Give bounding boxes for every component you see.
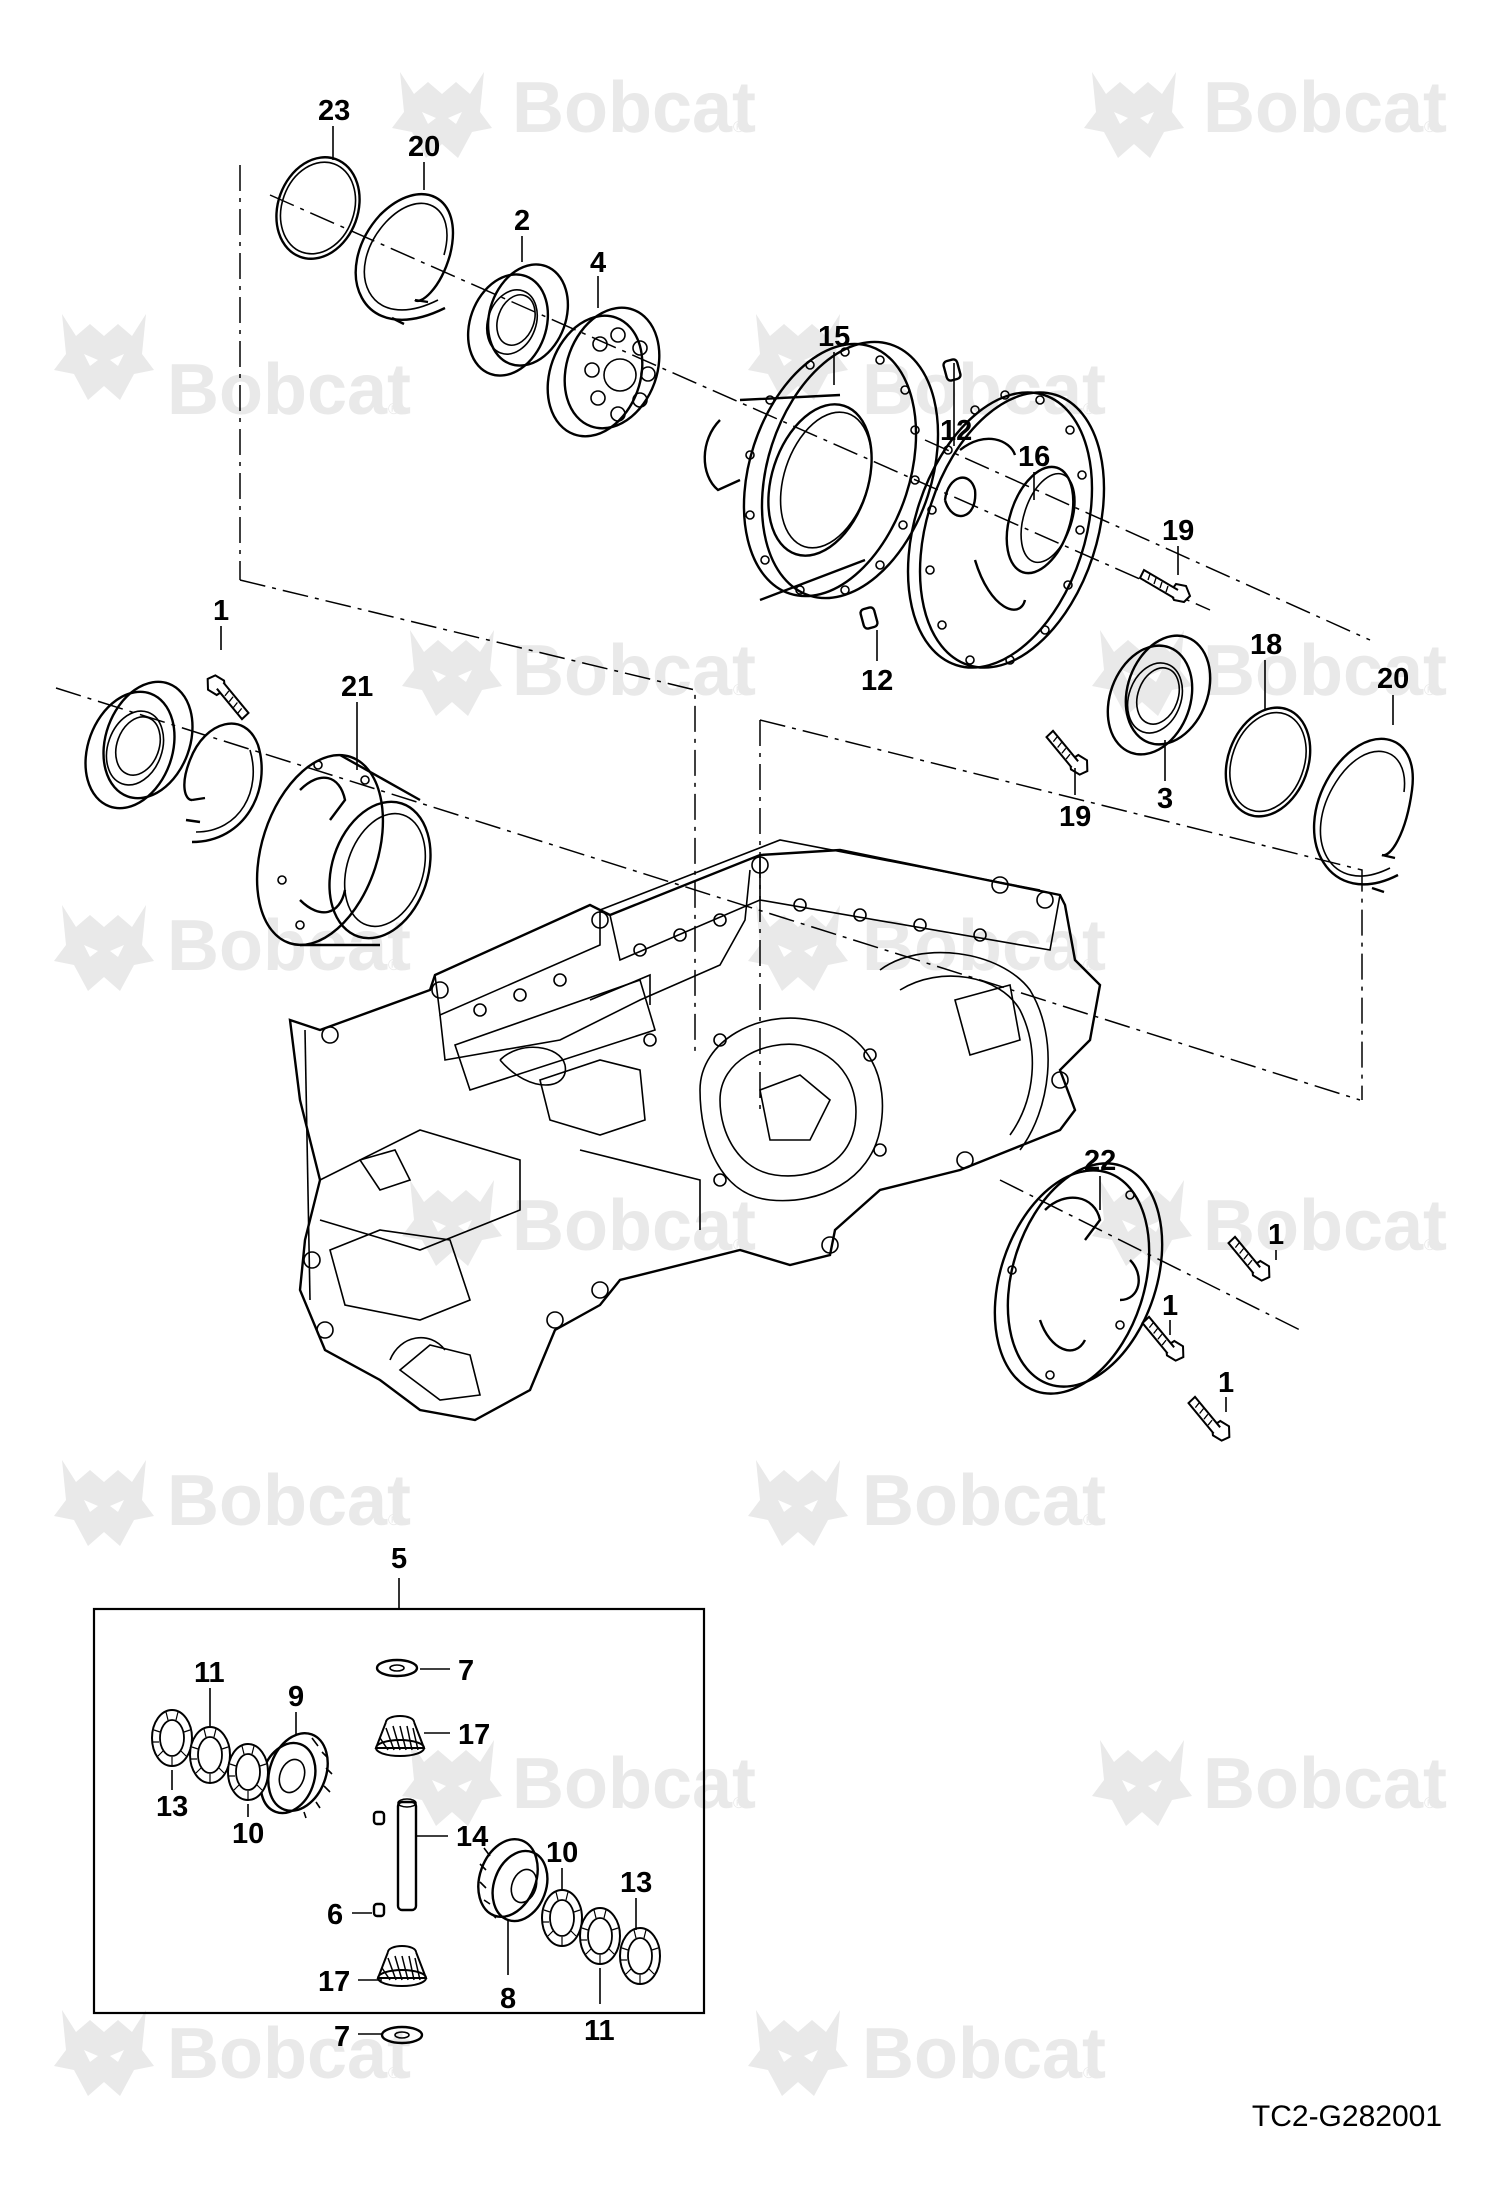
- watermark-text: Bobcat: [1203, 68, 1447, 148]
- callout-20: 20: [1377, 663, 1409, 695]
- svg-text:®: ®: [388, 957, 400, 974]
- differential-cover-16: [906, 390, 1106, 669]
- thrust-washer-11-right: [579, 1907, 621, 1965]
- callout-11: 11: [194, 1657, 225, 1689]
- svg-text:®: ®: [1083, 1512, 1095, 1529]
- svg-text:®: ®: [733, 1795, 745, 1812]
- callout-1: 1: [213, 595, 229, 627]
- leader-lines: [171, 126, 1394, 2035]
- watermark-text: Bobcat: [1203, 1744, 1447, 1824]
- snap-ring-18: [1224, 706, 1312, 818]
- watermark-text: Bobcat: [167, 2014, 411, 2094]
- side-cover-22: [993, 1162, 1164, 1395]
- watermark-text: Bobcat: [512, 631, 756, 711]
- callout-23: 23: [318, 95, 350, 127]
- callout-10: 10: [232, 1818, 264, 1850]
- bearing-2: [466, 263, 570, 377]
- circlip-20-upper: [354, 193, 455, 326]
- svg-text:®: ®: [1083, 2065, 1095, 2082]
- callout-16: 16: [1018, 441, 1050, 473]
- svg-text:®: ®: [733, 682, 745, 699]
- callout-12: 12: [861, 665, 893, 697]
- watermark-layer: Bobcat ® Bobcat ® Bobcat ® Bobcat ® Bobc…: [54, 68, 1447, 2096]
- bearing-3: [1106, 634, 1212, 756]
- callout-12: 12: [940, 415, 972, 447]
- bearing-housing-21: [255, 753, 432, 947]
- callout-15: 15: [818, 321, 850, 353]
- callout-1: 1: [1268, 1219, 1284, 1251]
- lock-flange-4: [546, 306, 661, 438]
- callout-19: 19: [1059, 801, 1091, 833]
- thrust-washer-13-left: [151, 1709, 193, 1767]
- svg-text:®: ®: [1424, 682, 1436, 699]
- bolt-19-lower: [1037, 728, 1098, 778]
- watermark-text: Bobcat: [167, 1461, 411, 1541]
- thrust-washer-10-right: [541, 1889, 583, 1947]
- circlip-20-right: [1312, 737, 1414, 894]
- drawing-reference-number: TC2-G282001: [1251, 2100, 1442, 2133]
- callout-8: 8: [500, 1983, 516, 2015]
- differential-gear-set-inset: [92, 1578, 706, 2045]
- svg-text:®: ®: [388, 2065, 400, 2082]
- svg-text:®: ®: [1424, 1237, 1436, 1254]
- callout-17: 17: [458, 1719, 490, 1751]
- watermark-text: Bobcat: [862, 906, 1106, 986]
- callout-14: 14: [456, 1821, 488, 1853]
- svg-text:®: ®: [733, 119, 745, 136]
- callout-7: 7: [458, 1655, 474, 1687]
- watermark-text: Bobcat: [862, 1461, 1106, 1541]
- watermark-text: Bobcat: [512, 1186, 756, 1266]
- watermark-text: Bobcat: [512, 68, 756, 148]
- thrust-washer-13-right: [619, 1927, 661, 1985]
- svg-text:®: ®: [1424, 119, 1436, 136]
- callout-2: 2: [514, 205, 530, 237]
- bolt-1-upper: [197, 672, 258, 722]
- callout-19: 19: [1162, 515, 1194, 547]
- callout-22: 22: [1084, 1145, 1116, 1177]
- bolt-1-right-b: [1133, 1314, 1194, 1364]
- callout-17: 17: [318, 1966, 350, 1998]
- callout-9: 9: [288, 1681, 304, 1713]
- svg-text:®: ®: [1424, 1795, 1436, 1812]
- assembly-centerlines: [55, 165, 1371, 1331]
- watermark-text: Bobcat: [512, 1744, 756, 1824]
- thrust-washer-10-left: [227, 1743, 269, 1801]
- circlip-left: [183, 722, 263, 844]
- callout-13: 13: [620, 1867, 652, 1899]
- bearing-left: [84, 680, 194, 810]
- callout-6: 6: [327, 1899, 343, 1931]
- bolt-19-upper: [1139, 569, 1191, 603]
- side-gear-8: [477, 1838, 549, 1923]
- callout-labels: 23 20 2 4 15 12 16 19 12 1 21 18 20 19 3…: [156, 95, 1409, 2053]
- callout-7: 7: [334, 2021, 350, 2053]
- watermark-text: Bobcat: [862, 2014, 1106, 2094]
- dowel-pin-12-lower: [859, 606, 879, 630]
- callout-18: 18: [1250, 629, 1282, 661]
- svg-text:®: ®: [388, 401, 400, 418]
- thrust-washer-11-left: [189, 1726, 231, 1784]
- watermark-text: Bobcat: [167, 350, 411, 430]
- callout-13: 13: [156, 1791, 188, 1823]
- snap-ring-23: [275, 156, 361, 260]
- watermark-text: Bobcat: [1203, 631, 1447, 711]
- callout-5: 5: [391, 1543, 407, 1575]
- differential-case-15: [703, 340, 940, 602]
- callout-20: 20: [408, 131, 440, 163]
- callout-3: 3: [1157, 783, 1173, 815]
- bolt-1-right-c: [1179, 1394, 1240, 1444]
- svg-text:®: ®: [388, 1512, 400, 1529]
- callout-11: 11: [584, 2015, 615, 2047]
- callout-4: 4: [590, 247, 606, 279]
- transmission-housing: [288, 839, 1102, 1422]
- svg-text:®: ®: [1083, 401, 1095, 418]
- callout-10: 10: [546, 1837, 578, 1869]
- callout-21: 21: [341, 671, 373, 703]
- callout-1: 1: [1162, 1290, 1178, 1322]
- callout-1: 1: [1218, 1367, 1234, 1399]
